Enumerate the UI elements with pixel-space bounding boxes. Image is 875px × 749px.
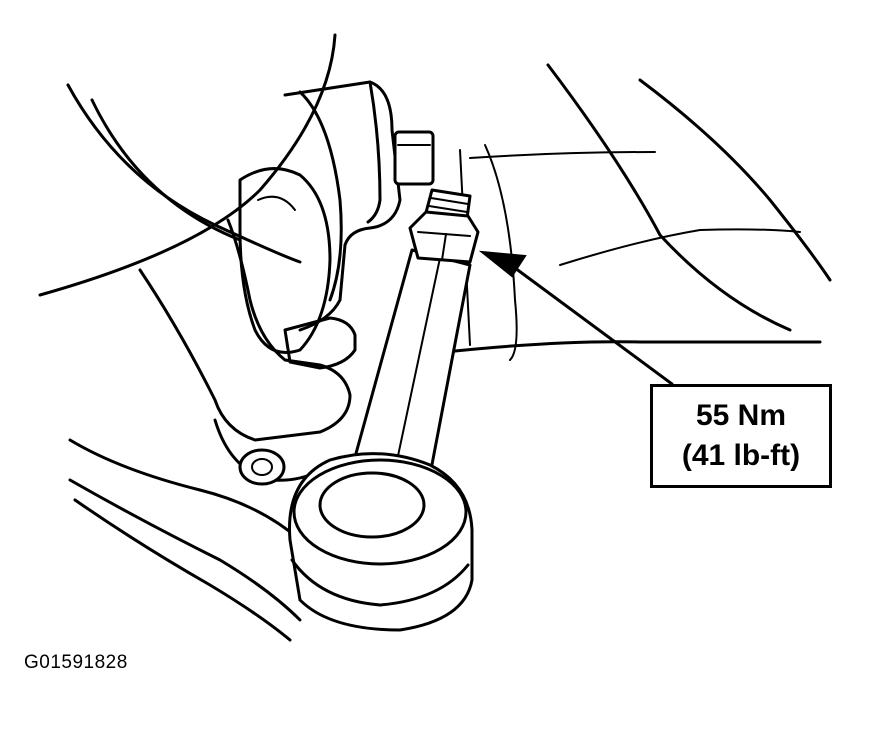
background-curves — [38, 33, 832, 361]
ball-joint-housing — [288, 452, 474, 632]
torque-metric-label: 55 Nm — [695, 399, 787, 432]
stabilizer-link-rod — [350, 188, 480, 477]
control-arm — [68, 218, 357, 642]
torque-spec-callout: 55 Nm (41 lb-ft) — [650, 384, 832, 488]
figure-id-label: G01591828 — [24, 652, 128, 673]
callout-leader — [478, 250, 674, 386]
knuckle-bracket — [238, 80, 435, 354]
torque-imperial-label: (41 lb-ft) — [681, 439, 801, 472]
